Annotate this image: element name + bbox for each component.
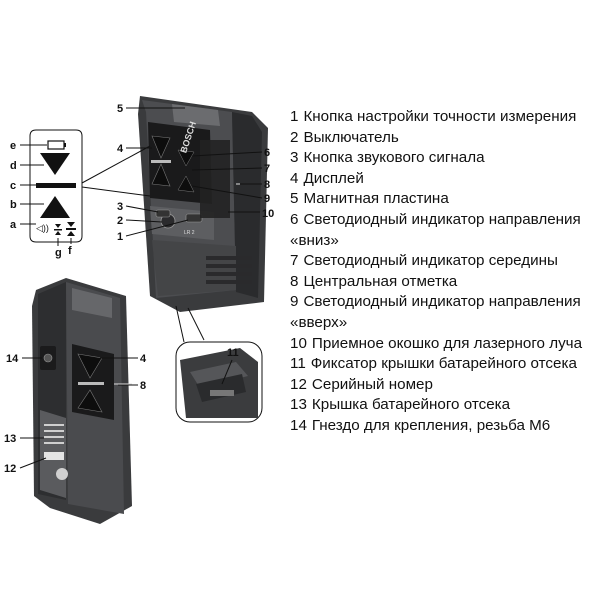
front-callouts: 5 4 3 2 1 6 7 8 9 10 — [117, 103, 274, 243]
battery-latch — [196, 374, 246, 402]
callout-g: g — [55, 247, 62, 259]
display-callouts: e d c b a g f — [10, 140, 72, 259]
display-detail: ◁)) — [29, 129, 83, 243]
callout-11: 11 — [227, 347, 239, 359]
callout-f: f — [68, 245, 72, 257]
callout-12: 12 — [4, 463, 16, 475]
serial-plate — [44, 452, 64, 460]
callout-e: e — [10, 140, 16, 152]
zoom-lines — [81, 145, 151, 197]
latch-detail: 11 — [175, 305, 263, 423]
callout-13: 13 — [4, 433, 16, 445]
front-device: BOSCH LR 2 — [138, 96, 268, 312]
accuracy-fine-icon — [55, 224, 61, 228]
callout-3: 3 — [117, 201, 123, 213]
callout-1: 1 — [117, 231, 123, 243]
callout-b: b — [10, 199, 17, 211]
callout-d: d — [10, 160, 17, 172]
back-callouts: 14 4 8 13 12 — [4, 353, 147, 475]
accuracy-medium-icon — [67, 222, 75, 227]
callout-14: 14 — [6, 353, 19, 365]
sound-button — [155, 209, 171, 218]
callout-2: 2 — [117, 215, 123, 227]
callout-4-front: 4 — [117, 143, 124, 155]
callout-5: 5 — [117, 103, 123, 115]
down-arrow-icon — [40, 153, 70, 175]
up-arrow-icon — [40, 196, 70, 218]
center-bar-icon — [36, 183, 76, 188]
back-device — [32, 278, 132, 524]
callout-8-back: 8 — [140, 380, 146, 392]
callout-6: 6 — [264, 147, 270, 159]
callout-a: a — [10, 219, 17, 231]
laser-window — [200, 140, 230, 218]
speaker-icon: ◁)) — [36, 223, 49, 233]
callout-9: 9 — [264, 193, 270, 205]
model-label: LR 2 — [184, 230, 195, 236]
callout-c: c — [10, 180, 16, 192]
accuracy-button — [185, 213, 203, 223]
callout-10: 10 — [262, 208, 274, 220]
callout-4-back: 4 — [140, 353, 147, 365]
callout-7: 7 — [264, 163, 270, 175]
callout-8-front: 8 — [264, 179, 270, 191]
